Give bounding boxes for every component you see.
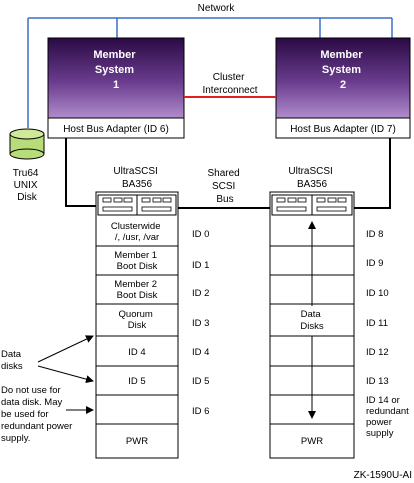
tru64-unix-disk-label: Tru64 UNIX Disk <box>13 168 42 203</box>
shared-scsi-bus-label: Shared SCSI Bus <box>207 168 242 205</box>
member-system-2-box <box>275 37 411 119</box>
data-disks-pointer-lower <box>37 365 94 384</box>
right-storage-title: UltraSCSI BA356 <box>288 166 335 190</box>
left-id-4: ID 4 <box>192 347 209 358</box>
member-system-1: Member System 1 Host Bus Adapter (ID 6) <box>47 37 185 139</box>
left-slot-5-label: ID 5 <box>128 376 145 387</box>
host-bus-adapter-1 <box>47 117 185 139</box>
left-id-1: ID 1 <box>192 260 209 271</box>
data-disks-note: Data disks <box>1 349 24 372</box>
right-id-12: ID 12 <box>366 347 389 358</box>
scsi-cable-member1 <box>65 138 96 207</box>
data-disks-pointer-upper <box>37 335 94 363</box>
right-id-14-note: ID 14 or redundant power supply <box>366 395 411 439</box>
left-id-3: ID 3 <box>192 318 209 329</box>
tru64-unix-disk <box>9 128 45 160</box>
do-not-use-note: Do not use for data disk. May be used fo… <box>1 385 75 444</box>
data-disks-label-bg <box>290 306 334 334</box>
left-id-0: ID 0 <box>192 229 209 240</box>
member-system-1-box <box>47 37 185 119</box>
right-id-8: ID 8 <box>366 229 383 240</box>
left-slot-2-label: Member 2 Boot Disk <box>114 279 159 301</box>
figure-id: ZK-1590U-AI <box>354 470 412 481</box>
left-storage-title: UltraSCSI BA356 <box>113 166 160 190</box>
host-bus-adapter-2 <box>275 117 411 139</box>
right-slot-pwr-label: PWR <box>301 436 323 447</box>
left-id-2: ID 2 <box>192 288 209 299</box>
left-slot-4-label: ID 4 <box>128 347 145 358</box>
left-slot-3-label: Quorum Disk <box>119 309 156 331</box>
cluster-interconnect-label: Cluster Interconnect <box>202 72 257 96</box>
left-slot-1-label: Member 1 Boot Disk <box>114 250 159 272</box>
network-label: Network <box>198 3 236 14</box>
left-storage-shelf <box>95 191 179 459</box>
right-id-11: ID 11 <box>366 318 388 329</box>
member-system-2-title: Member System 2 <box>320 49 365 91</box>
left-slot-pwr-label: PWR <box>126 436 148 447</box>
member-system-1-title: Member System 1 <box>93 49 138 91</box>
right-id-13: ID 13 <box>366 376 389 387</box>
host-bus-adapter-1-label: Host Bus Adapter (ID 6) <box>63 124 169 135</box>
left-id-5: ID 5 <box>192 376 209 387</box>
left-slot-0-label: Clusterwide /, /usr, /var <box>111 221 163 243</box>
scsi-cable-member2 <box>354 138 391 209</box>
data-disks-label: Data Disks <box>300 309 323 332</box>
left-id-6: ID 6 <box>192 406 209 417</box>
right-id-9: ID 9 <box>366 258 383 269</box>
member-system-2: Member System 2 Host Bus Adapter (ID 7) <box>275 37 411 139</box>
host-bus-adapter-2-label: Host Bus Adapter (ID 7) <box>290 124 396 135</box>
left-storage-frame <box>95 191 179 459</box>
right-id-10: ID 10 <box>366 288 389 299</box>
